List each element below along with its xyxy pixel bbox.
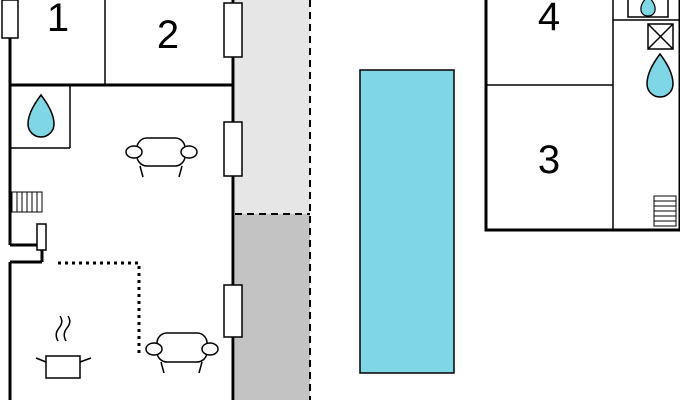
window [1, 0, 19, 39]
stairs-icon [653, 195, 677, 227]
kitchen-dotted-outline [58, 261, 141, 355]
guest-interior-walls [486, 0, 680, 230]
terrace-light-area [235, 0, 310, 214]
window [223, 284, 243, 338]
room-label-4: 4 [538, 0, 560, 39]
water-drop-icon [646, 52, 674, 98]
room-label-2: 2 [157, 13, 179, 57]
room-label-3: 3 [538, 138, 560, 182]
stairs-icon [11, 191, 43, 213]
terrace-dark-area [235, 214, 310, 400]
pool-icon [359, 69, 455, 374]
closed-cross-icon [647, 23, 674, 50]
guest-house-walls [484, 0, 680, 232]
window [36, 223, 47, 251]
windows [1, 0, 243, 338]
interior-walls [10, 0, 106, 149]
sofa-icon [145, 332, 219, 374]
cooker-icon [35, 315, 92, 379]
sofa-icon [125, 137, 198, 178]
window [223, 121, 243, 177]
house-walls [8, 0, 235, 400]
water-drop-icon [27, 93, 55, 138]
shower-icon [627, 0, 669, 18]
room-label-1: 1 [47, 0, 69, 40]
window [223, 2, 243, 58]
